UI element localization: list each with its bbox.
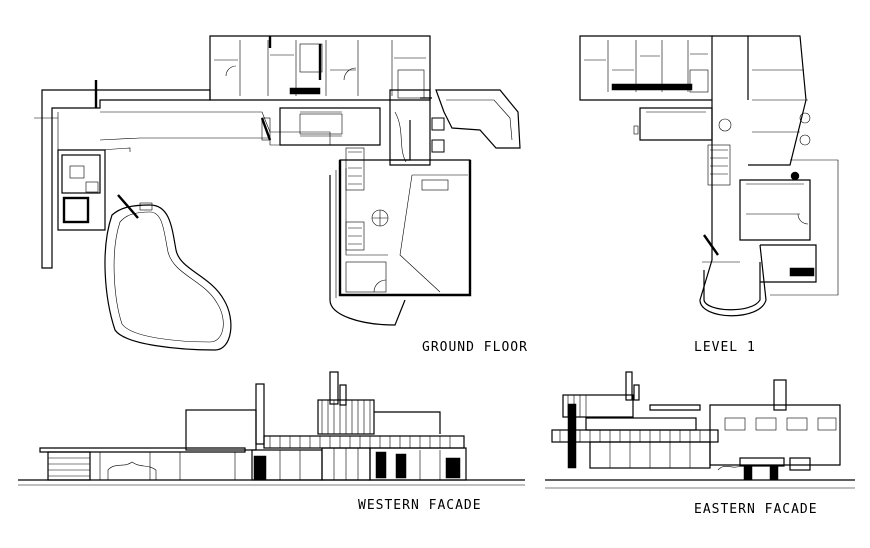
western-facade-label: WESTERN FACADE [358,498,482,513]
eastern-facade-label: EASTERN FACADE [694,502,818,517]
level-1-label: LEVEL 1 [694,340,756,355]
eastern-facade-elevation [545,371,855,489]
level-1-plan [579,35,839,317]
western-facade-elevation [18,371,525,486]
ground-floor-plan [34,35,521,351]
ground-floor-label: GROUND FLOOR [422,340,528,355]
